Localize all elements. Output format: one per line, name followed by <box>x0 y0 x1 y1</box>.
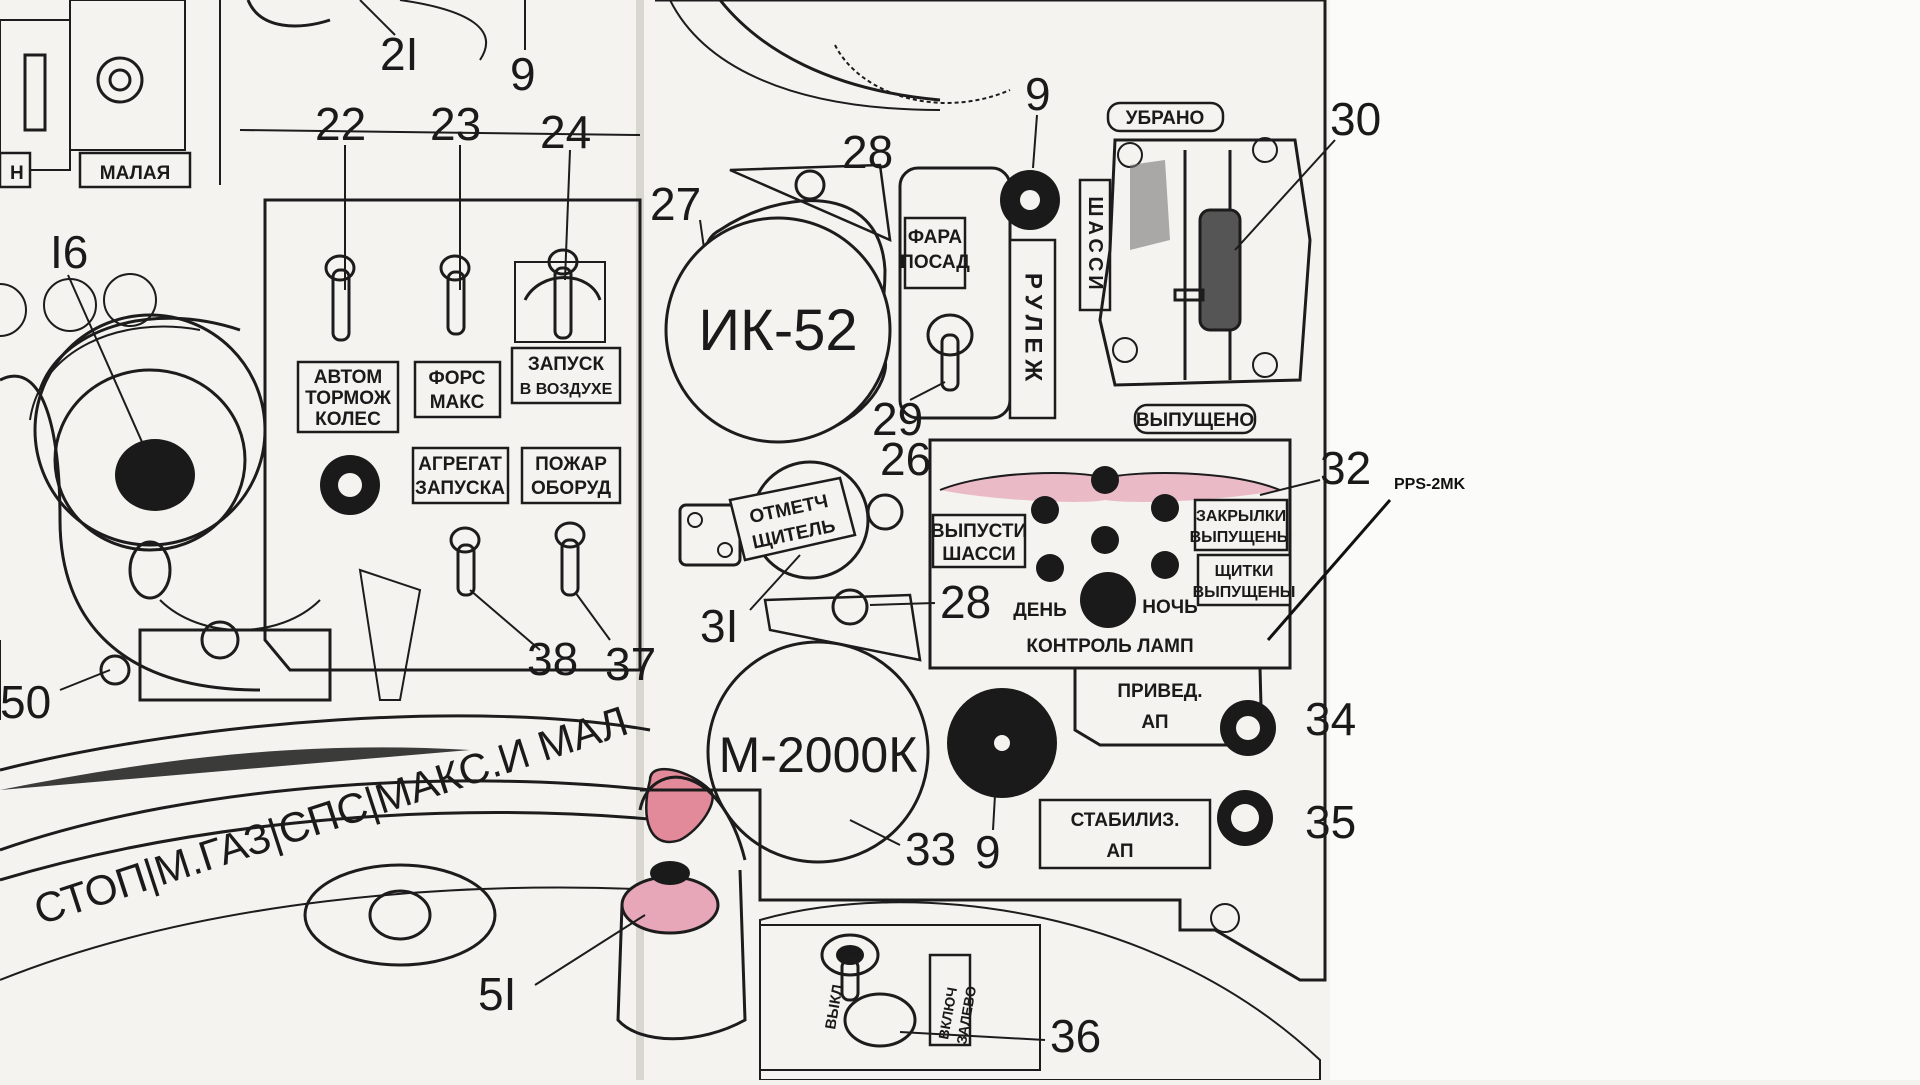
label-priv-1: ПРИВЕД. <box>1117 681 1202 702</box>
label-vypushcheno: ВЫПУЩЕНО <box>1136 410 1254 431</box>
label-fara-2: ПОСАД <box>900 252 970 273</box>
label-box-vypusti <box>931 513 1027 569</box>
label-rulezh: РУЛЕЖ <box>1020 273 1047 387</box>
label-box-vypushcheno <box>1133 403 1257 435</box>
callout-50: 50 <box>0 676 51 728</box>
callout-38: 38 <box>527 633 578 685</box>
callout-51: 5I <box>478 968 516 1020</box>
callout-30: 30 <box>1330 93 1381 145</box>
label-box-fara <box>903 216 967 290</box>
label-pozhar-1: ПОЖАР <box>535 454 607 475</box>
day-night-switch[interactable] <box>1080 572 1136 628</box>
label-agregat-2: ЗАПУСКА <box>415 478 505 499</box>
callout-28-top: 28 <box>842 126 893 178</box>
callout-24: 24 <box>540 106 591 158</box>
toggle-switch-37[interactable] <box>554 521 586 597</box>
label-malaya: МАЛАЯ <box>100 163 171 184</box>
label-box-zakrylki <box>1193 498 1289 552</box>
label-box-stab <box>1038 798 1212 870</box>
label-vypusti-1: ВЫПУСТИ <box>931 521 1027 542</box>
toggle-switch-24-guarded[interactable] <box>514 248 606 343</box>
label-box-agregat <box>411 446 510 505</box>
annotation-pointer-line <box>1266 499 1392 641</box>
label-stab-2: АП <box>1106 841 1133 862</box>
toggle-switch-29[interactable] <box>926 313 974 392</box>
label-noch: НОЧЬ <box>1142 597 1198 618</box>
callout-33: 33 <box>905 823 956 875</box>
label-box-priv <box>1073 666 1264 747</box>
callout-36: 36 <box>1050 1010 1101 1062</box>
callout-26: 26 <box>880 433 931 485</box>
callout-16: I6 <box>50 226 88 278</box>
callout-32: 32 <box>1320 442 1371 494</box>
ik52-gauge: ИК-52 <box>664 199 892 444</box>
callout-34: 34 <box>1305 693 1356 745</box>
toggle-switch-38[interactable] <box>449 526 481 597</box>
label-box-avtom <box>296 360 400 434</box>
label-priv-2: АП <box>1141 712 1168 733</box>
label-box-otmetchik <box>728 476 857 562</box>
toggle-switch-22[interactable] <box>324 254 356 342</box>
m2000k-gauge: М-2000К <box>706 640 930 864</box>
label-ubrano: УБРАНО <box>1126 108 1205 129</box>
label-stab-1: СТАБИЛИЗ. <box>1071 810 1180 831</box>
label-box-shchitki <box>1196 553 1292 607</box>
toggle-switch-36[interactable] <box>820 933 917 1048</box>
label-zakrylki-1: ЗАКРЫЛКИ <box>1196 508 1286 525</box>
toggle-switch-23[interactable] <box>439 254 471 336</box>
label-avtom-2: ТОРМОЖ <box>305 388 392 409</box>
callout-31: 3I <box>700 600 738 652</box>
landing-gear-lever[interactable] <box>1098 137 1312 387</box>
label-avtom-1: АВТОМ <box>314 367 382 388</box>
ik52-bracket-top <box>729 163 892 243</box>
callout-9-bottom: 9 <box>975 826 1001 878</box>
label-m2000k: М-2000К <box>719 727 918 783</box>
right-panel: 27 28 ИК-52 ФАРА ПОСАД 29 9 РУЛЕЖ ШАССИ … <box>640 0 1381 1081</box>
label-box-rulezh <box>1008 238 1057 420</box>
callout-23: 23 <box>430 98 481 150</box>
label-box-fors <box>413 360 502 419</box>
callout-37: 37 <box>605 638 656 690</box>
label-agregat-1: АГРЕГАТ <box>418 454 502 475</box>
rotary-knob[interactable] <box>29 313 267 600</box>
label-fors-1: ФОРС <box>429 368 486 389</box>
callout-29: 29 <box>872 393 923 445</box>
label-box-ubrano <box>1106 101 1225 133</box>
callout-22: 22 <box>315 98 366 150</box>
label-shassi: ШАССИ <box>1084 196 1106 293</box>
label-shchitki-1: ЩИТКИ <box>1215 563 1274 580</box>
label-fors-2: МАКС <box>430 392 485 413</box>
label-vypusti-2: ШАССИ <box>942 544 1015 565</box>
label-fara-1: ФАРА <box>908 227 962 248</box>
label-den: ДЕНЬ <box>1013 600 1067 621</box>
label-zakrylki-2: ВЫПУЩЕНЫ <box>1190 529 1293 546</box>
label-ik52: ИК-52 <box>698 298 857 363</box>
callout-35: 35 <box>1305 796 1356 848</box>
label-pozhar-2: ОБОРУД <box>531 478 611 499</box>
callout-9-right: 9 <box>1025 68 1051 120</box>
label-zapusk-1: ЗАПУСК <box>528 354 605 375</box>
label-avtom-3: КОЛЕС <box>315 409 381 430</box>
toggle-panel-frame <box>263 198 642 672</box>
label-box-malaya <box>78 151 192 189</box>
label-shchitki-2: ВЫПУЩЕНЫ <box>1193 584 1296 601</box>
label-box-pozhar <box>520 446 622 505</box>
label-zapusk-2: В ВОЗДУХЕ <box>520 381 613 398</box>
throttle-lever-red[interactable] <box>616 767 747 1041</box>
label-box-zapusk <box>510 346 622 405</box>
callout-27: 27 <box>650 178 701 230</box>
callout-28-mid: 28 <box>940 576 991 628</box>
label-n-fragment: Н <box>10 163 24 184</box>
gear-indicator-lamps <box>1031 466 1179 582</box>
callout-9-top: 9 <box>510 48 536 100</box>
annotation-pps-label: PPS-2MK <box>1394 476 1466 493</box>
callout-21: 2I <box>380 28 418 80</box>
label-kontrol-lamp: КОНТРОЛЬ ЛАМП <box>1026 636 1193 657</box>
blank-page-area <box>1330 0 1920 1080</box>
